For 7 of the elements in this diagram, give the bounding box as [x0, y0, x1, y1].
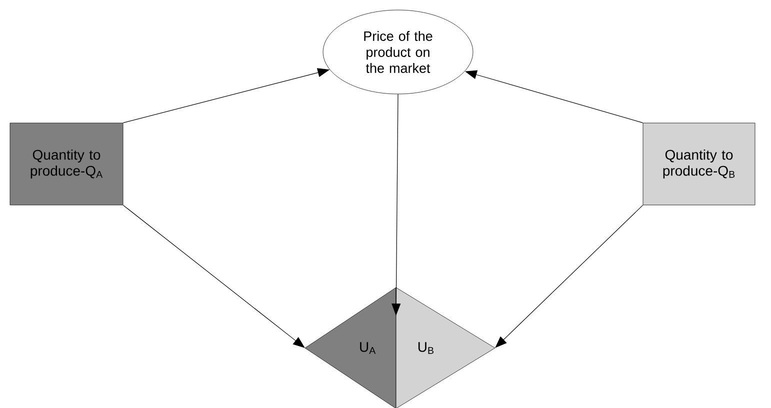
- process-box: Quantity to produce-Q$_{B}$: [642, 122, 756, 206]
- process-box: Quantity to produce-Q$_{A}$: [10, 122, 124, 206]
- triangle-segment: U$_{B}$: [396, 287, 496, 408]
- arrow: [495, 204, 644, 348]
- arrow: [122, 204, 305, 348]
- ellipse-node: Price of the product on the market: [322, 10, 474, 94]
- triangle-segment: U$_{A}$: [304, 287, 396, 408]
